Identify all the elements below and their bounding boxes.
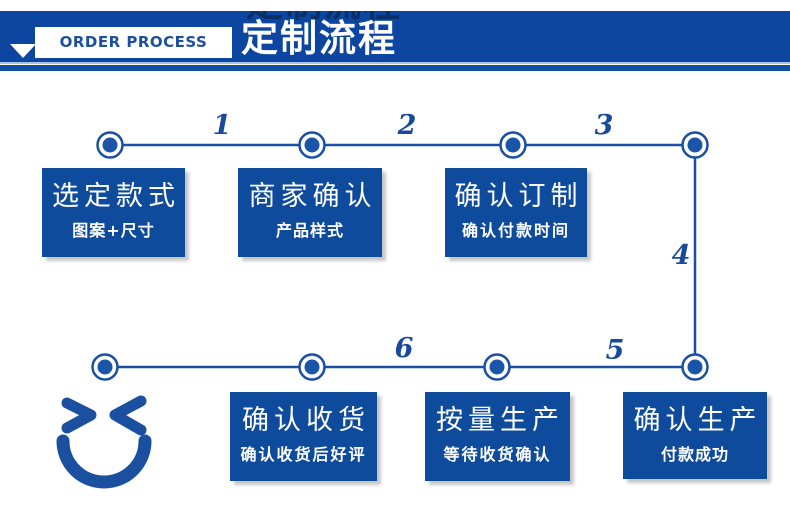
step-subtitle: 图案+尺寸 [72, 221, 155, 240]
flow-node [681, 353, 709, 381]
segment-number-2: 2 [397, 110, 417, 141]
page-title: 定制流程 [241, 17, 397, 60]
left-eye [61, 397, 97, 434]
step-subtitle: 确认收货后好评 [240, 445, 367, 464]
smile-mouth [56, 434, 152, 489]
step-box-production-by-quantity: 按量生产 等待收货确认 [425, 392, 570, 481]
step-box-confirm-order: 确认订制 确认付款时间 [445, 168, 587, 257]
step-box-confirm-receipt: 确认收货 确认收货后好评 [230, 392, 377, 481]
step-subtitle: 付款成功 [660, 445, 729, 464]
step-title: 选定款式 [52, 181, 180, 212]
step-subtitle: 产品样式 [275, 221, 344, 240]
flow-node [298, 131, 326, 159]
step-subtitle: 等待收货确认 [443, 445, 552, 464]
flow-node [499, 131, 527, 159]
step-title: 确认收货 [242, 405, 370, 436]
flow-node [681, 131, 709, 159]
segment-number-1: 1 [212, 110, 232, 141]
step-subtitle: 确认付款时间 [461, 221, 570, 240]
step-title: 按量生产 [436, 405, 564, 436]
header-banner: 定制流程 ORDER PROCESS 定制流程 [0, 11, 790, 62]
step-box-confirm-production: 确认生产 付款成功 [623, 392, 767, 479]
laughing-face-icon [56, 395, 152, 489]
step-box-merchant-confirm: 商家确认 产品样式 [238, 168, 382, 257]
order-process-tag: ORDER PROCESS [35, 27, 232, 58]
segment-number-6: 6 [394, 333, 414, 364]
flow-nodes [91, 131, 709, 381]
flow-connector-path [105, 143, 697, 369]
segment-number-4: 4 [671, 240, 691, 271]
down-triangle-icon [10, 44, 36, 58]
flow-node [96, 131, 124, 159]
page-title-shadow: 定制流程 [246, 11, 402, 27]
step-title: 确认生产 [633, 405, 762, 436]
flow-node [483, 353, 511, 381]
step-title: 商家确认 [248, 181, 377, 212]
divider-line-light [0, 62, 790, 64]
divider-line-dark [0, 65, 790, 71]
flow-node [91, 353, 119, 381]
step-box-select-style: 选定款式 图案+尺寸 [42, 168, 185, 257]
step-title: 确认订制 [454, 181, 583, 212]
right-eye [109, 395, 147, 436]
flow-node [298, 353, 326, 381]
segment-number-5: 5 [605, 335, 625, 366]
segment-number-3: 3 [594, 110, 614, 141]
